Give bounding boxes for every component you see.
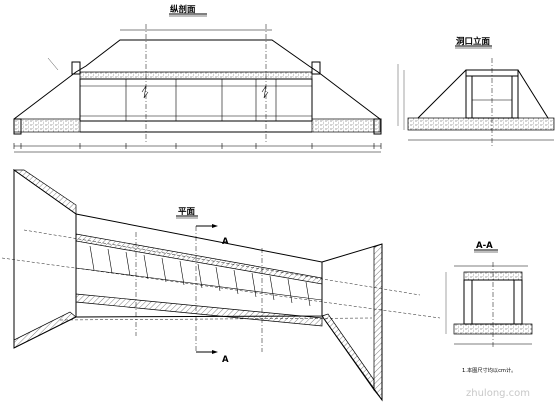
right-wing-hatch	[373, 243, 383, 401]
section-marker-bottom: A	[222, 355, 229, 365]
section-marker-top: A	[222, 237, 229, 247]
deck-slab	[79, 71, 313, 80]
longitudinal-section-title: 纵剖面	[170, 4, 196, 15]
embankment-outline	[13, 39, 381, 120]
section-right-wall	[513, 279, 523, 325]
section-arrow-head	[212, 224, 218, 228]
portal-footing	[407, 117, 555, 131]
barrel-upper-wall	[75, 233, 323, 285]
culvert-body	[79, 78, 313, 122]
note-1: 1.本图尺寸均以cm计。	[462, 366, 516, 374]
plan-view: 平面 A	[1, 169, 441, 402]
dimension-ticks	[13, 143, 382, 149]
left-wing-upper-hatch	[12, 169, 77, 215]
barrel-centerline	[75, 267, 323, 301]
portal-right-wall	[511, 75, 519, 119]
section-arrow-head	[212, 350, 218, 354]
cover-slab-grid	[89, 245, 311, 307]
portal-elevation-title: 洞口立面	[456, 36, 491, 47]
barrel-outline	[75, 213, 323, 318]
longitudinal-section-view: 纵剖面	[13, 4, 399, 153]
portal-elevation-view: 洞口立面	[403, 36, 555, 148]
section-left-wall	[463, 279, 473, 325]
left-wing-lower-hatch	[13, 311, 77, 349]
watermark: zhulong.com	[466, 388, 530, 399]
right-headwall	[311, 61, 321, 75]
section-footing	[453, 323, 533, 335]
section-title: A-A	[476, 241, 493, 251]
barrel-lower-wall	[75, 293, 323, 327]
leader-line	[47, 57, 59, 71]
left-apron	[13, 118, 81, 133]
barrel-axis-line	[23, 229, 421, 296]
road-axis-line	[1, 257, 441, 319]
right-cutoff-wall	[373, 118, 382, 135]
wingwall-outline	[417, 69, 549, 119]
section-a-a-view: A-A 1.本图尺寸均以cm计。	[445, 241, 533, 374]
right-apron	[311, 118, 381, 133]
road-edge-line	[59, 317, 373, 321]
plan-title: 平面	[178, 207, 196, 217]
left-headwall	[71, 61, 81, 75]
portal-left-wall	[465, 75, 473, 119]
left-cutoff-wall	[13, 118, 22, 135]
right-wing-lower-hatch	[321, 313, 375, 392]
break-mark	[261, 85, 269, 99]
break-mark	[141, 85, 149, 99]
